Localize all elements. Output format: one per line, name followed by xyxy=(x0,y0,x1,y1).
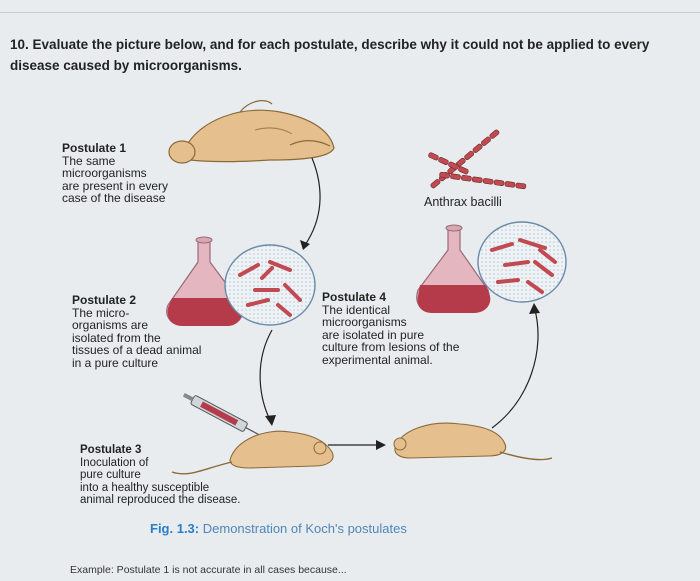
question-body: Evaluate the picture below, and for each… xyxy=(10,37,650,73)
postulate-3-line: into a healthy susceptible xyxy=(80,481,210,494)
dead-cow-illustration xyxy=(168,100,335,164)
experimental-animal-illustration xyxy=(393,422,553,461)
postulate-1-line: The same xyxy=(62,153,116,168)
postulate-1-title: Postulate 1 xyxy=(62,141,127,155)
postulate-4-line: The identical xyxy=(322,302,391,317)
postulate-2-line: tissues of a dead animal xyxy=(72,343,202,357)
postulate-2-line: organisms are xyxy=(72,318,149,332)
postulate-2-line: isolated from the xyxy=(72,330,161,345)
postulate-1-line: are present in every xyxy=(62,178,169,193)
petri-dish-4 xyxy=(477,221,567,303)
inoculated-mouse-illustration xyxy=(171,430,334,475)
postulate-2-title: Postulate 2 xyxy=(72,293,137,307)
postulate-1-line: microorganisms xyxy=(62,166,147,180)
postulate-1-label: Postulate 1 The same microorganisms are … xyxy=(62,142,168,205)
arrow-cow-to-culture xyxy=(304,157,321,246)
postulate-4-line: experimental animal. xyxy=(322,352,433,367)
postulate-4-line: microorganisms xyxy=(322,315,407,329)
postulate-3-label: Postulate 3 Inoculation of pure culture … xyxy=(80,444,240,507)
postulate-4-title: Postulate 4 xyxy=(322,290,387,304)
postulate-4-label: Postulate 4 The identical microorganisms… xyxy=(322,291,459,366)
question-text: 10. Evaluate the picture below, and for … xyxy=(10,34,690,76)
anthrax-bacilli-label: Anthrax bacilli xyxy=(424,195,502,209)
example-answer-text: Example: Postulate 1 is not accurate in … xyxy=(70,564,347,576)
syringe-illustration xyxy=(182,392,262,437)
postulate-4-line: are isolated in pure xyxy=(322,327,425,342)
postulate-3-line: animal reproduced the disease. xyxy=(80,494,241,506)
postulate-1-line: case of the disease xyxy=(62,191,166,205)
figure-number: Fig. 1.3: xyxy=(150,521,200,536)
culture-flask-4 xyxy=(416,224,491,313)
arrow-sick-mouse-to-culture xyxy=(491,309,539,429)
postulate-3-title: Postulate 3 xyxy=(80,444,142,456)
petri-dish-2 xyxy=(224,244,316,326)
question-number: 10. xyxy=(10,37,29,52)
culture-flask-2 xyxy=(166,236,244,326)
arrow-culture-to-healthy-mouse xyxy=(259,329,273,421)
figure-caption: Fig. 1.3: Demonstration of Koch's postul… xyxy=(150,521,407,536)
page-top-divider xyxy=(0,12,700,13)
postulate-2-line: The micro- xyxy=(72,305,130,320)
postulate-2-label: Postulate 2 The micro- organisms are iso… xyxy=(72,294,201,369)
postulate-4-line: culture from lesions of the xyxy=(322,340,460,354)
postulate-2-line: in a pure culture xyxy=(72,355,159,370)
anthrax-bacilli-illustration xyxy=(428,129,527,190)
postulate-3-line: pure culture xyxy=(80,469,141,481)
postulate-3-line: Inoculation of xyxy=(80,456,149,469)
figure-caption-text: Demonstration of Koch's postulates xyxy=(202,521,407,536)
